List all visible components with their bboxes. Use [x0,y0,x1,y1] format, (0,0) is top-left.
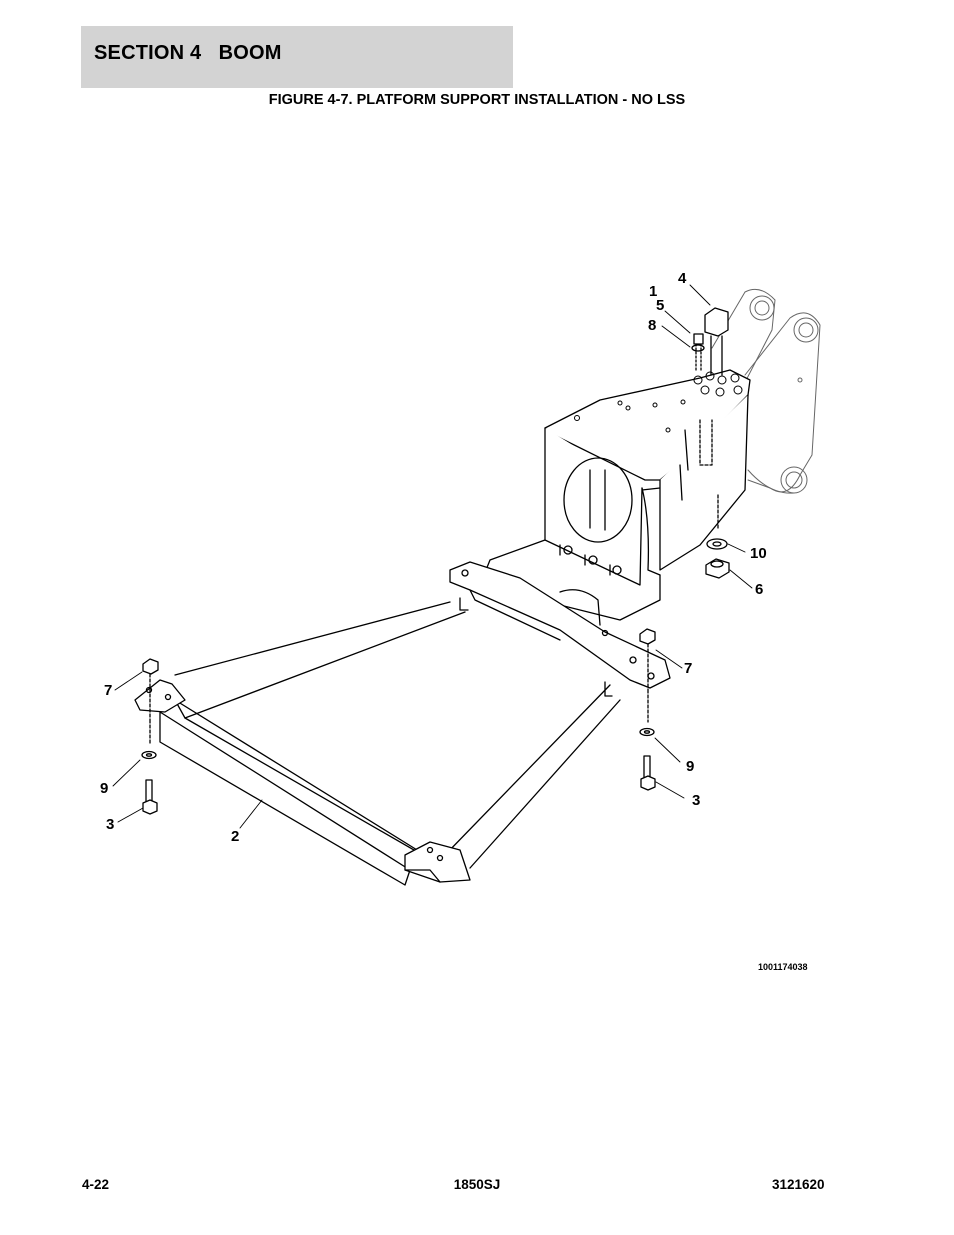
callout-2: 2 [231,828,240,845]
callout-5: 5 [656,297,665,314]
footer-part-number: 3121620 [772,1177,825,1192]
footer-model: 1850SJ [453,1177,501,1192]
callout-8: 8 [648,317,657,334]
figure-title: FIGURE 4-7. PLATFORM SUPPORT INSTALLATIO… [268,92,686,108]
callout-9-right: 9 [686,758,695,775]
frame-front-beam [159,699,431,886]
callout-10: 10 [750,545,767,562]
callout-3-right: 3 [692,792,701,809]
callout-6: 6 [755,581,764,598]
section-title: SECTION 4 BOOM [94,42,282,64]
callout-7-left: 7 [104,682,113,699]
callout-7-right: 7 [684,660,693,677]
pivot-bolt [704,307,729,337]
drawing-number: 1001174038 [758,962,808,972]
cross-mount-plate [449,561,671,689]
footer-page-number: 4-22 [82,1177,110,1192]
callout-3-left: 3 [106,816,115,833]
callout-9-left: 9 [100,780,109,797]
frame-long-beam [174,601,466,719]
callout-1: 1 [649,283,658,300]
section-header: SECTION 4 BOOM [81,26,513,88]
callout-4: 4 [678,270,687,287]
frame-diagonal-beam [444,684,621,869]
